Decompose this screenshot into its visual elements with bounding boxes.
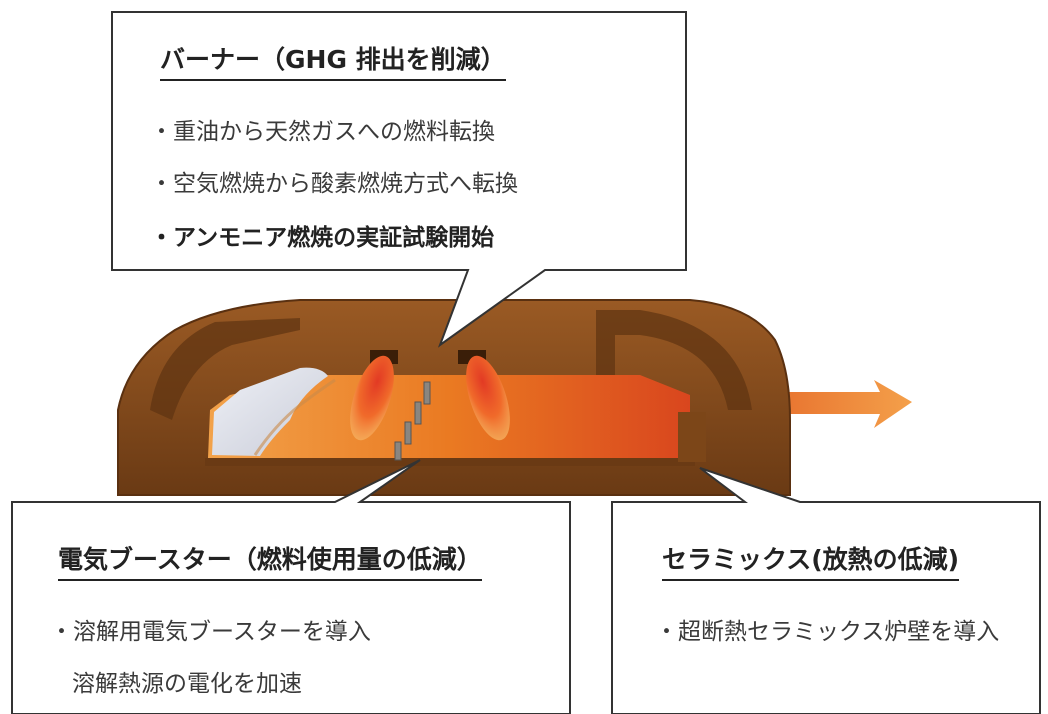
furnace [117,299,791,496]
ceramics-item-1: ・超断熱セラミックス炉壁を導入 [655,619,1000,645]
burner-flames [350,355,510,441]
molten-glass [208,375,690,458]
booster-title: 電気ブースター（燃料使用量の低減） [58,540,482,581]
burner-title: バーナー（GHG 排出を削減） [160,40,506,81]
burner-item-1: ・重油から天然ガスへの燃料転換 [150,119,495,145]
ceramics-callout [611,467,1041,714]
burner-item-3: ・アンモニア燃焼の実証試験開始 [150,225,495,251]
ceramics-title: セラミックス(放熱の低減) [662,540,960,581]
electric-booster-electrodes [394,381,431,461]
burner-callout [111,11,687,348]
booster-item-1: ・溶解用電気ブースターを導入 [50,619,371,645]
booster-item-2: 溶解熱源の電化を加速 [72,671,302,697]
booster-callout [11,459,571,714]
batch-material [212,367,328,456]
burner-item-2: ・空気燃焼から酸素燃焼方式へ転換 [150,171,518,197]
